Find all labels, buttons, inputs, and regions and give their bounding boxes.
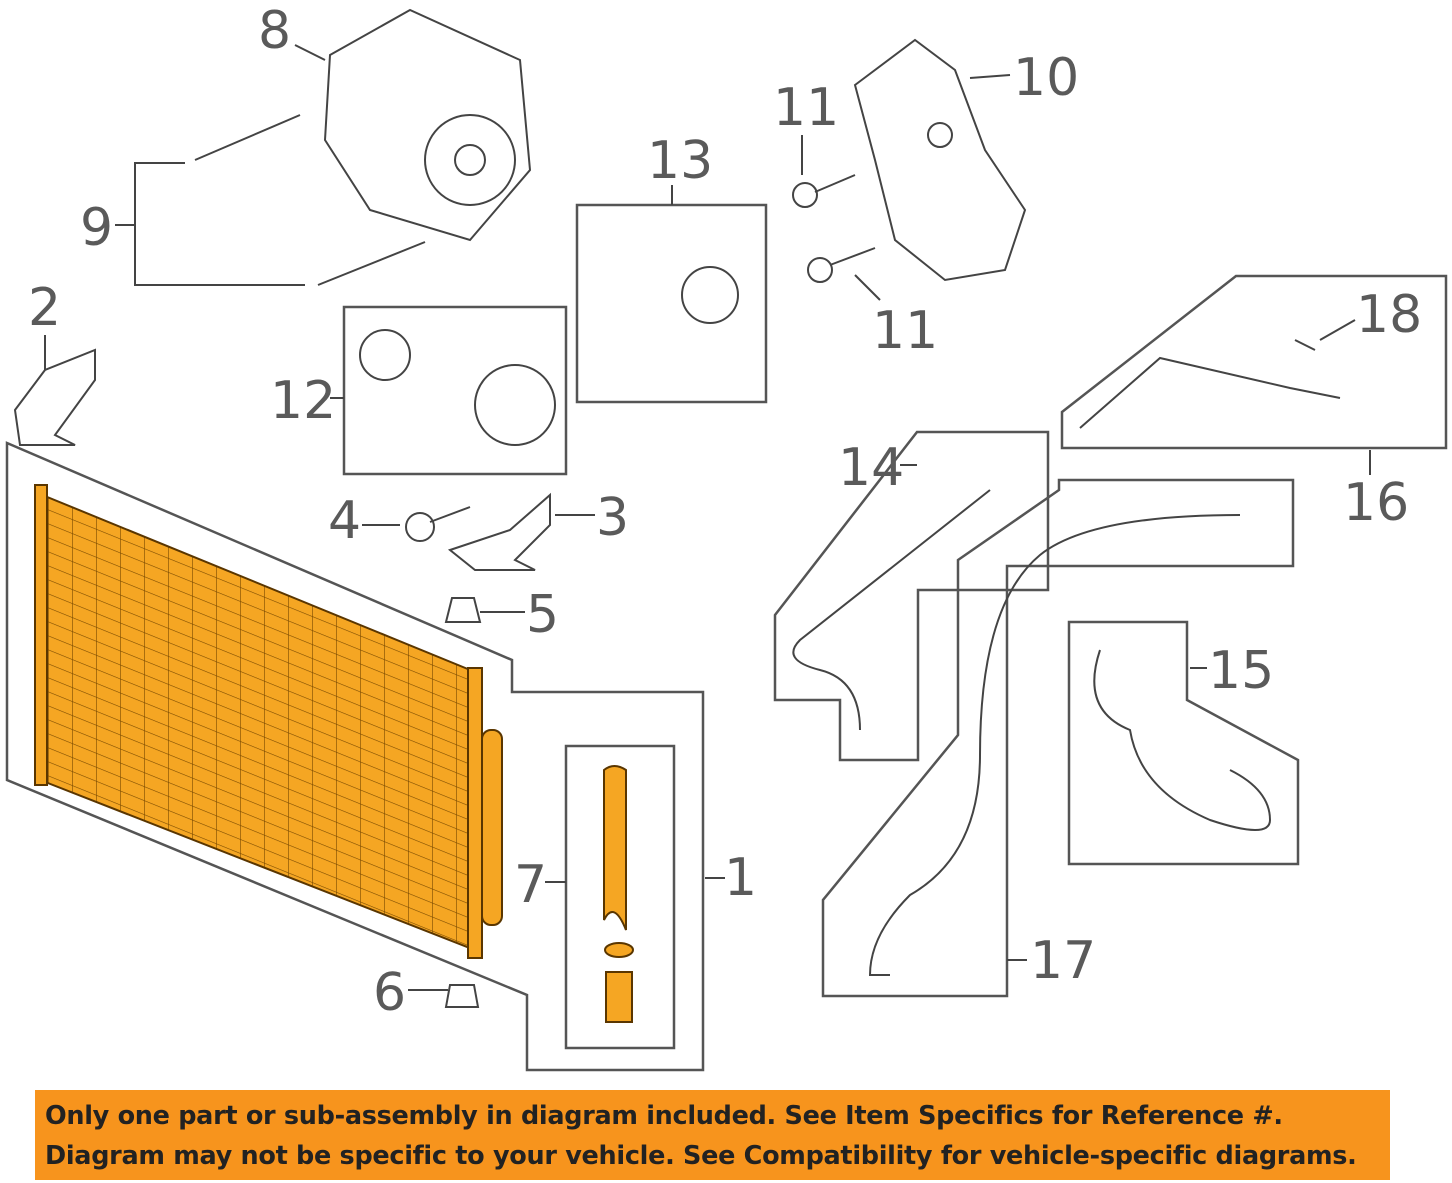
callout-5: 5	[526, 585, 559, 645]
compressor-part	[323, 8, 532, 242]
callout-7: 7	[514, 855, 547, 915]
drier-group-box	[564, 744, 676, 1050]
leader-lines	[44, 44, 1371, 991]
callout-4: 4	[328, 491, 361, 551]
banner-line-2: Diagram may not be specific to your vehi…	[45, 1141, 1357, 1171]
drier-desiccant-part	[603, 765, 634, 1023]
condenser-part[interactable]	[34, 484, 503, 959]
callout-9: 9	[80, 198, 113, 258]
bolts-9	[115, 114, 426, 286]
line-16-box	[1060, 274, 1448, 450]
callout-14: 14	[838, 438, 904, 498]
callout-2: 2	[28, 278, 61, 338]
clutch-group-box	[342, 305, 568, 476]
callout-1: 1	[724, 848, 757, 908]
condenser-group-box	[5, 441, 705, 1072]
callout-17: 17	[1030, 931, 1096, 991]
ac-lines	[792, 339, 1341, 976]
line-15-box	[1067, 620, 1300, 866]
callout-16: 16	[1343, 473, 1409, 533]
line-14-box	[773, 430, 1050, 762]
callout-11-bottom: 11	[872, 301, 938, 361]
banner-line-1: Only one part or sub-assembly in diagram…	[45, 1101, 1283, 1131]
callout-3: 3	[596, 488, 629, 548]
callout-12: 12	[270, 371, 336, 431]
callout-8: 8	[258, 1, 291, 61]
callout-6: 6	[373, 963, 406, 1023]
callout-18: 18	[1356, 285, 1422, 345]
disclaimer-banner: Only one part or sub-assembly in diagram…	[35, 1090, 1390, 1180]
small-parts	[13, 174, 876, 1008]
callout-15: 15	[1208, 641, 1274, 701]
bracket-part	[853, 38, 1027, 282]
callout-11-top: 11	[773, 78, 839, 138]
callout-10: 10	[1013, 48, 1079, 108]
callout-13: 13	[647, 131, 713, 191]
line-17-box	[821, 478, 1295, 998]
